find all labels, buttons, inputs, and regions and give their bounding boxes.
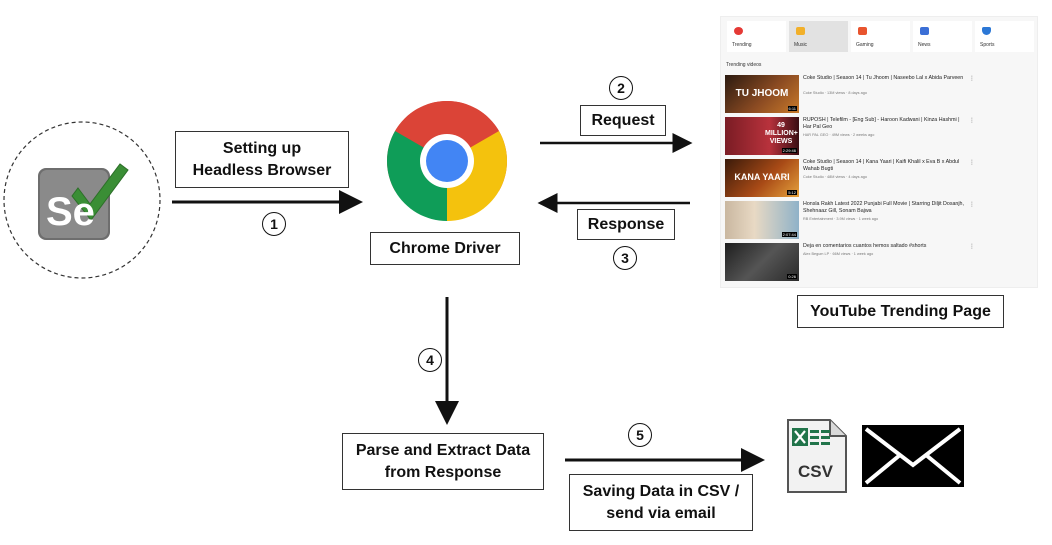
csv-file-icon: CSV — [786, 418, 848, 494]
step-5-badge: 5 — [628, 423, 652, 447]
more-options-icon[interactable]: ⋮ — [969, 244, 975, 250]
newspaper-icon — [920, 27, 929, 35]
chrome-icon — [387, 101, 507, 221]
video-row[interactable]: 49 MILLION+ VIEWS 2:29:46 RUPOSH | Telef… — [725, 117, 1025, 155]
step-2-badge: 2 — [609, 76, 633, 100]
selenium-dashed-circle — [3, 121, 161, 279]
video-meta: HAR PAL GEO · 49M views · 2 weeks ago — [803, 133, 875, 137]
more-options-icon[interactable]: ⋮ — [969, 118, 975, 124]
video-meta: Coke Studio · 13M views · 8 days ago — [803, 91, 867, 95]
envelope-icon — [862, 425, 964, 487]
video-row[interactable]: TU JHOOM 6:11 Coke Studio | Season 14 | … — [725, 75, 1025, 113]
save-data-box: Saving Data in CSV / send via email — [569, 474, 753, 531]
chrome-driver-box: Chrome Driver — [370, 232, 520, 265]
thumbnail-text: TU JHOOM — [735, 88, 789, 99]
video-title[interactable]: RUPOSH | Telefilm - [Eng Sub] - Haroon K… — [803, 117, 960, 130]
category-gaming[interactable]: Gaming — [851, 21, 910, 52]
trophy-icon — [982, 27, 991, 35]
section-heading: Trending videos — [726, 62, 762, 68]
video-thumbnail[interactable]: KANA YAARI 5:12 — [725, 159, 799, 197]
email-envelope-icon — [862, 425, 964, 487]
more-options-icon[interactable]: ⋮ — [969, 160, 975, 166]
category-sports[interactable]: Sports — [975, 21, 1034, 52]
csv-label: CSV — [798, 462, 833, 481]
category-trending[interactable]: Trending — [727, 21, 786, 52]
music-note-icon — [796, 27, 805, 35]
parse-extract-box: Parse and Extract Data from Response — [342, 433, 544, 490]
video-row[interactable]: 2:07:44 Honsla Rakh Latest 2022 Punjabi … — [725, 201, 1025, 239]
video-meta: Coke Studio · 48M views · 4 days ago — [803, 175, 867, 179]
thumbnail-text: KANA YAARI — [734, 172, 790, 182]
video-title[interactable]: Deja en comentarios cuantos hemos saltad… — [803, 243, 927, 249]
response-box: Response — [577, 209, 675, 240]
chrome-logo — [384, 98, 510, 224]
thumbnail-text: 49 MILLION+ VIEWS — [765, 122, 798, 145]
gamepad-icon — [858, 27, 867, 35]
video-thumbnail[interactable]: 0:26 — [725, 243, 799, 281]
youtube-trending-screenshot: Trending Music Gaming News Sports Trendi… — [720, 16, 1038, 288]
excel-csv-icon — [787, 419, 847, 493]
category-tabs: Trending Music Gaming News Sports — [727, 21, 1034, 52]
step-4-badge: 4 — [418, 348, 442, 372]
video-duration: 6:11 — [787, 106, 797, 111]
category-label: Music — [794, 42, 808, 48]
video-row[interactable]: KANA YAARI 5:12 Coke Studio | Season 14 … — [725, 159, 1025, 197]
category-music[interactable]: Music — [789, 21, 848, 52]
selenium-logo: Se — [34, 160, 130, 242]
video-thumbnail[interactable]: 49 MILLION+ VIEWS 2:29:46 — [725, 117, 799, 155]
more-options-icon[interactable]: ⋮ — [969, 202, 975, 208]
video-title[interactable]: Honsla Rakh Latest 2022 Punjabi Full Mov… — [803, 201, 964, 214]
flame-icon — [734, 27, 743, 35]
video-meta: RB Entertainment · 3.9M views · 1 week a… — [803, 217, 879, 221]
video-duration: 5:12 — [787, 190, 797, 195]
video-meta: Alex Begum LP · 66M views · 1 week ago — [803, 252, 874, 256]
category-label: Trending — [732, 42, 752, 48]
setup-headless-box: Setting up Headless Browser — [175, 131, 349, 188]
video-duration: 2:29:46 — [781, 148, 797, 153]
selenium-icon — [38, 163, 129, 240]
step-1-badge: 1 — [262, 212, 286, 236]
category-label: Sports — [980, 42, 995, 48]
more-options-icon[interactable]: ⋮ — [969, 76, 975, 82]
category-news[interactable]: News — [913, 21, 972, 52]
video-duration: 2:07:44 — [781, 232, 797, 237]
video-thumbnail[interactable]: 2:07:44 — [725, 201, 799, 239]
video-thumbnail[interactable]: TU JHOOM 6:11 — [725, 75, 799, 113]
video-title[interactable]: Coke Studio | Season 14 | Kana Yaari | K… — [803, 159, 960, 172]
category-label: Gaming — [856, 42, 874, 48]
selenium-text: Se — [46, 190, 95, 234]
step-3-badge: 3 — [613, 246, 637, 270]
video-duration: 0:26 — [787, 274, 797, 279]
youtube-trending-box: YouTube Trending Page — [797, 295, 1004, 328]
video-title[interactable]: Coke Studio | Season 14 | Tu Jhoom | Nas… — [803, 75, 964, 81]
video-row[interactable]: 0:26 Deja en comentarios cuantos hemos s… — [725, 243, 1025, 281]
category-label: News — [918, 42, 931, 48]
request-box: Request — [580, 105, 666, 136]
